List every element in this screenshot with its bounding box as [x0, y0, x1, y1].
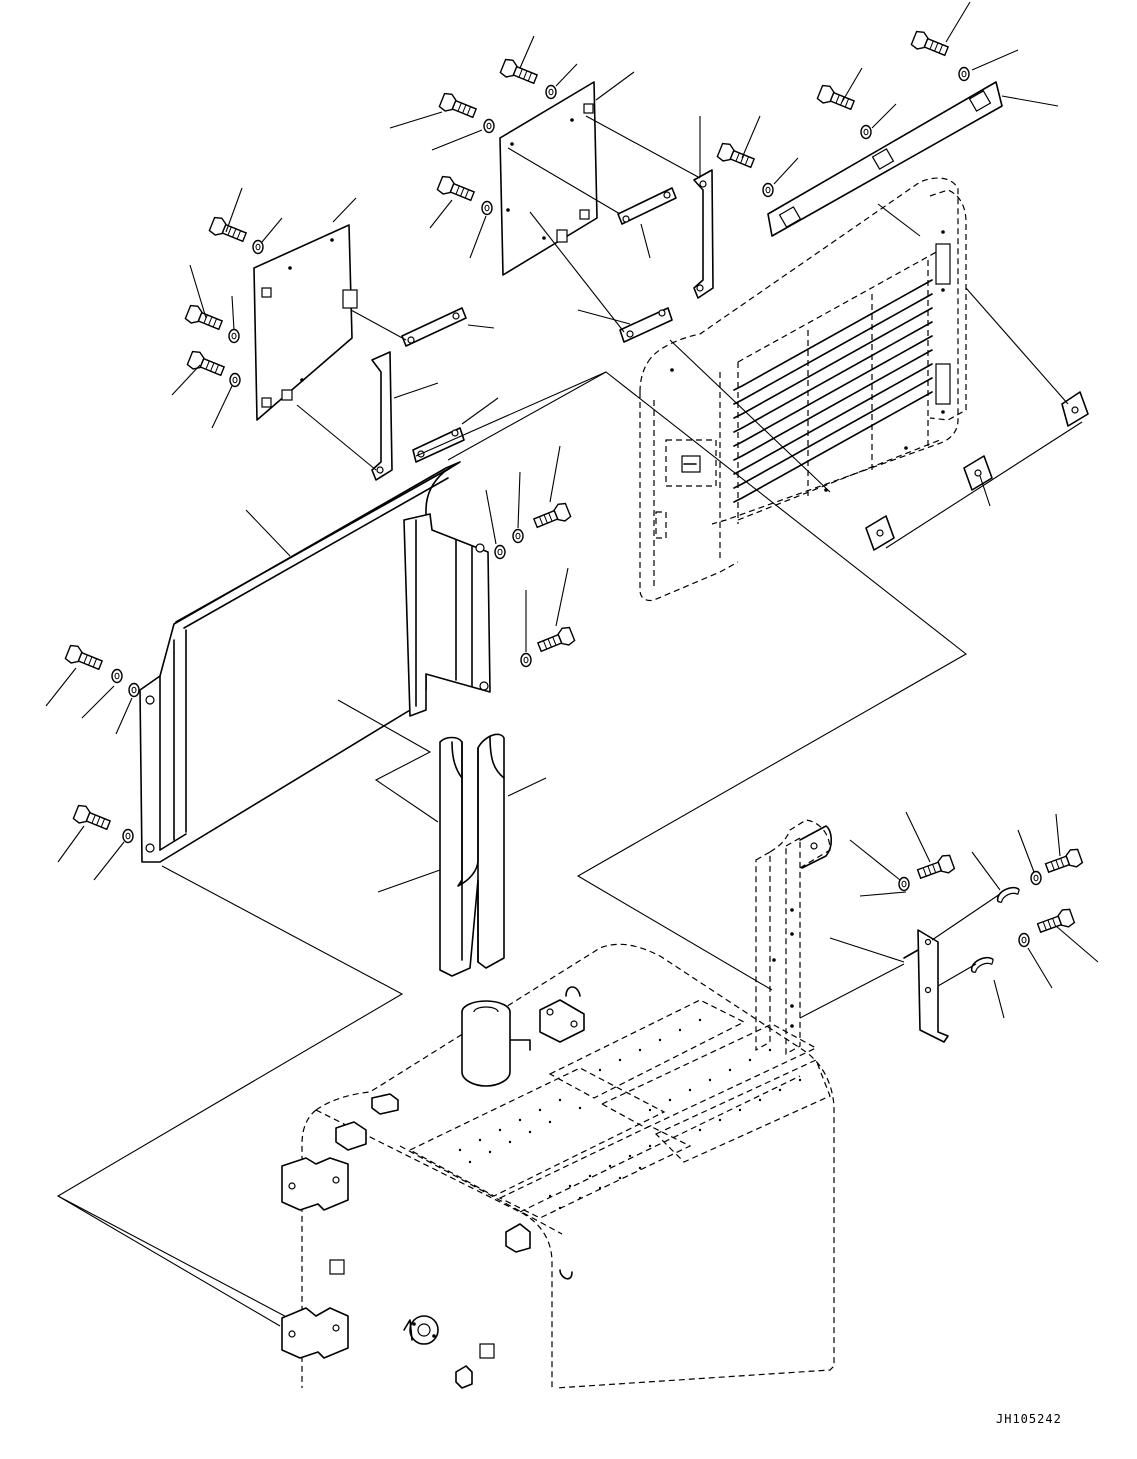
washer	[898, 876, 910, 892]
washer	[520, 652, 532, 668]
washer	[111, 668, 123, 684]
level-sensor	[403, 1315, 495, 1389]
bolt	[1035, 906, 1076, 938]
bolt	[531, 500, 573, 533]
washer	[483, 118, 495, 134]
washer	[512, 528, 524, 544]
hose-clip	[968, 954, 997, 975]
assembly-leader-lines	[56, 371, 967, 1327]
mounting-bracket	[829, 929, 949, 1043]
cover-plate-left	[253, 197, 358, 421]
support-post	[755, 819, 905, 1056]
cover-strip-right	[767, 81, 1059, 237]
bolt	[715, 140, 757, 173]
filler-cap	[461, 986, 585, 1087]
spacer-plates-right	[865, 287, 1089, 551]
bolt	[535, 624, 577, 657]
tank-housing	[281, 943, 835, 1389]
bolt-group-upper-middle	[389, 35, 578, 259]
drawing-reference-code: JH105242	[996, 1412, 1062, 1426]
bolt	[498, 56, 540, 89]
washer	[1018, 932, 1030, 948]
cover-plate-middle	[499, 71, 635, 276]
bolt	[909, 28, 951, 61]
clip-group	[849, 811, 1099, 1019]
grille-louvers	[733, 279, 933, 503]
washer	[122, 828, 134, 844]
seal-strips	[377, 733, 547, 977]
side-cover-panel	[139, 461, 491, 863]
bolt-group-upper-right	[715, 1, 1019, 198]
washer	[229, 372, 241, 388]
washer	[545, 84, 557, 100]
washer	[128, 682, 140, 698]
washer	[762, 182, 774, 198]
strap-bracket-middle	[507, 115, 831, 493]
side-latches	[281, 1093, 573, 1359]
bolt	[185, 348, 227, 381]
bolt-group-upper-left	[171, 187, 283, 429]
bolt	[1043, 846, 1084, 878]
deck-plates	[408, 999, 831, 1219]
washer	[958, 66, 970, 82]
strap-bracket-left	[296, 307, 607, 481]
bolt	[183, 302, 225, 335]
washer	[481, 200, 493, 216]
bolt	[71, 802, 113, 835]
washer	[494, 544, 506, 560]
bolt	[437, 90, 479, 123]
washer	[228, 328, 240, 344]
washer	[252, 239, 264, 255]
bolt	[435, 173, 477, 206]
washer	[860, 124, 872, 140]
bolt	[915, 852, 956, 884]
bolt	[63, 642, 105, 675]
bolt-group-side-cover	[45, 445, 577, 881]
bolt	[207, 214, 249, 247]
grille-frame-assembly	[639, 177, 967, 602]
washer	[1030, 870, 1042, 886]
